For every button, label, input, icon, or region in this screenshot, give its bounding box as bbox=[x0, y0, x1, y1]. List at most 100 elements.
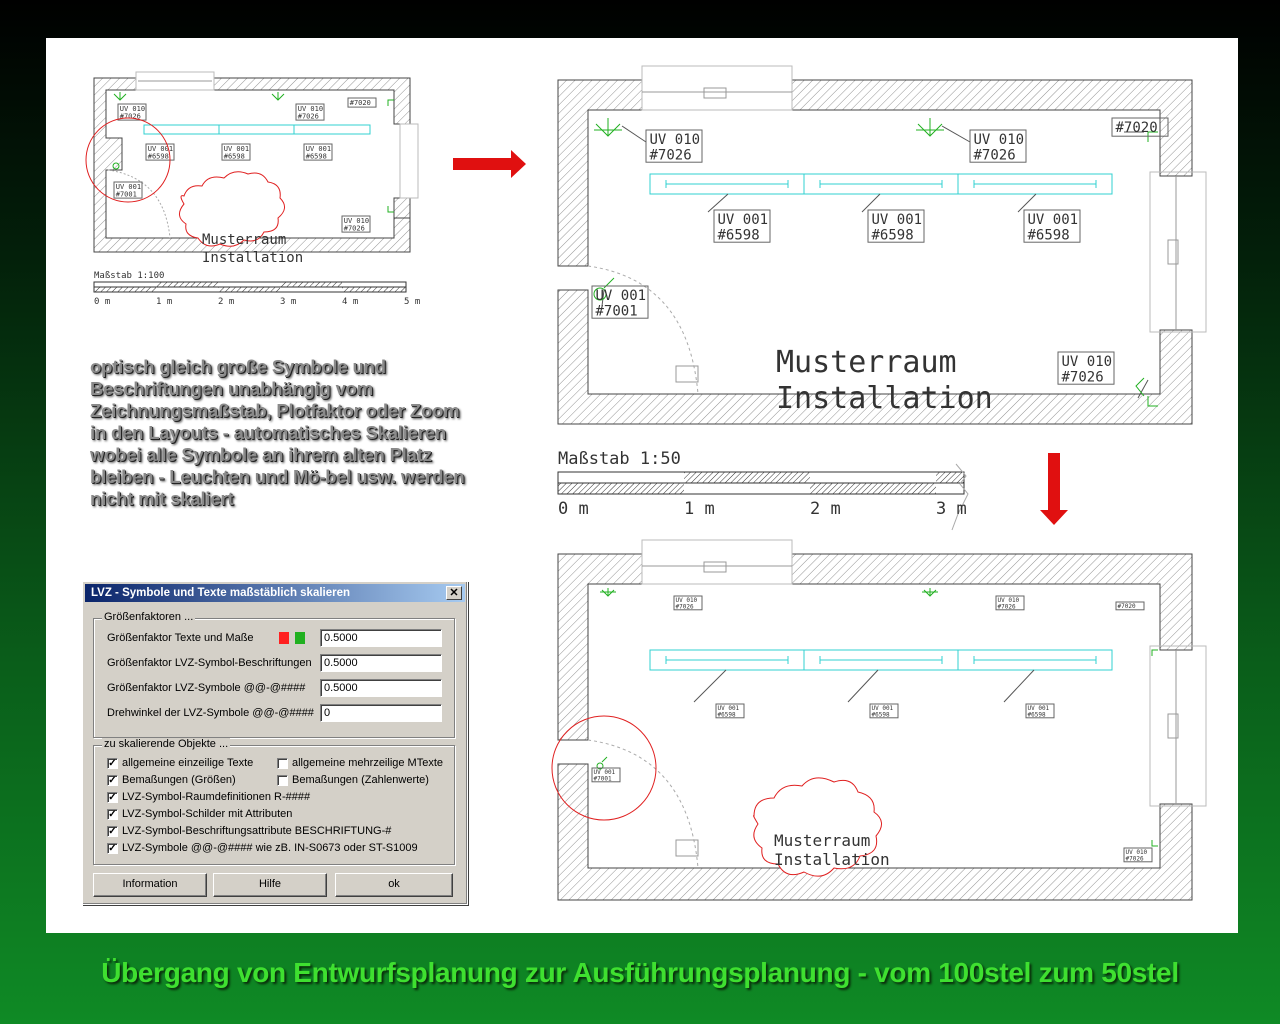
small-window-top bbox=[135, 71, 215, 91]
symbol-label-text: #6598 bbox=[1028, 712, 1046, 719]
symbol-label-text: #7026 bbox=[344, 225, 365, 233]
scale-tick-label: 3 m bbox=[936, 499, 967, 519]
symbol-label-text: #7026 bbox=[974, 147, 1016, 163]
ok-button[interactable]: ok bbox=[335, 873, 453, 897]
symbol-label: UV 010#7026 bbox=[645, 129, 703, 163]
symbol-label: UV 010#7026 bbox=[1123, 847, 1153, 863]
checkbox[interactable]: ✓ bbox=[107, 774, 118, 786]
symbol-label-text: UV 001 bbox=[872, 705, 894, 712]
check-label: LVZ-Symbol-Raumdefinitionen R-#### bbox=[122, 791, 311, 803]
scale-tick-label: 3 m bbox=[280, 297, 296, 307]
symbol-label: UV 010#7026 bbox=[295, 103, 325, 121]
red-swatch-icon[interactable] bbox=[279, 632, 289, 644]
footer-caption: Übergang von Entwurfsplanung zur Ausführ… bbox=[101, 957, 1179, 988]
factor-symbols-input[interactable] bbox=[320, 679, 442, 697]
checkbox[interactable]: ✓ bbox=[107, 808, 118, 820]
help-button[interactable]: Hilfe bbox=[213, 873, 327, 897]
symbol-label-text: UV 010 bbox=[998, 597, 1020, 604]
symbol-label: UV 001#6598 bbox=[869, 703, 899, 719]
symbol-label: UV 001#6598 bbox=[221, 143, 251, 161]
symbol-label: UV 001#6598 bbox=[1023, 209, 1081, 243]
scale-tick-label: 5 m bbox=[404, 297, 420, 307]
symbol-label-text: #7020 bbox=[1118, 603, 1136, 610]
symbol-label-text: #6598 bbox=[1028, 227, 1070, 243]
factor-symbol-labels-input[interactable] bbox=[320, 654, 442, 672]
symbol-label-text: #7026 bbox=[998, 604, 1016, 611]
symbol-label-text: UV 001 bbox=[872, 212, 923, 228]
check-single-line-texts[interactable]: ✓ allgemeine einzeilige Texte bbox=[107, 757, 253, 769]
small-cloud bbox=[179, 171, 285, 247]
symbol-label-text: UV 001 bbox=[1028, 212, 1079, 228]
row-label-symbol-labels: Größenfaktor LVZ-Symbol-Beschriftungen bbox=[107, 657, 312, 669]
check-lvz-symbols[interactable]: ✓ LVZ-Symbole @@-@#### wie zB. IN-S0673 o… bbox=[107, 842, 418, 854]
bottom-wall-right-bottom bbox=[557, 763, 1193, 901]
check-symbol-signs[interactable]: ✓LVZ-Symbol-Schilder mit Attributen bbox=[107, 808, 292, 820]
symbol-label: UV 010#7026 bbox=[995, 595, 1025, 611]
big-wall-left bbox=[557, 79, 643, 267]
check-mtexts[interactable]: allgemeine mehrzeilige MTexte bbox=[277, 757, 443, 769]
check-dimensions-values[interactable]: Bemaßungen (Zahlenwerte) bbox=[277, 774, 429, 786]
dialog-title-bar: LVZ - Symbole und Texte maßstäblich skal… bbox=[85, 584, 465, 602]
information-button[interactable]: Information bbox=[93, 873, 207, 897]
dialog-title: LVZ - Symbole und Texte maßstäblich skal… bbox=[91, 587, 351, 599]
bottom-highlight-circle bbox=[551, 715, 657, 821]
symbol-label-text: UV 010 bbox=[120, 105, 145, 113]
symbol-label-text: UV 010 bbox=[974, 132, 1025, 148]
checkbox[interactable] bbox=[277, 757, 288, 769]
check-label: allgemeine einzeilige Texte bbox=[122, 757, 254, 769]
objects-group-title: zu skalierende Objekte ... bbox=[102, 738, 231, 750]
rotation-angle-input[interactable] bbox=[320, 704, 442, 722]
symbol-label: UV 001#6598 bbox=[145, 143, 175, 161]
checkbox[interactable]: ✓ bbox=[107, 825, 118, 837]
scale-tick-label: 2 m bbox=[810, 499, 841, 519]
row-label-symbols: Größenfaktor LVZ-Symbole @@-@#### bbox=[107, 682, 306, 694]
symbol-label-text: UV 010 bbox=[298, 105, 323, 113]
big-symbols bbox=[593, 118, 1158, 407]
symbol-label-text: UV 001 bbox=[306, 145, 331, 153]
symbol-label-text: UV 010 bbox=[1126, 849, 1148, 856]
symbol-label-text: #7001 bbox=[596, 303, 638, 319]
symbol-label: UV 001#7001 bbox=[591, 767, 621, 783]
symbol-label-text: #6598 bbox=[148, 153, 169, 161]
checkbox[interactable]: ✓ bbox=[107, 842, 118, 854]
symbol-label: UV 001#7001 bbox=[591, 285, 649, 319]
close-icon[interactable]: ✕ bbox=[446, 586, 462, 600]
scale-tick-label: 4 m bbox=[342, 297, 358, 307]
symbol-label: UV 001#6598 bbox=[303, 143, 333, 161]
symbol-label: UV 010#7026 bbox=[341, 215, 371, 233]
check-label: LVZ-Symbole @@-@#### wie zB. IN-S0673 od… bbox=[122, 842, 418, 854]
small-scale-title: Maßstab 1:100 bbox=[94, 271, 164, 281]
check-label-attributes[interactable]: ✓ LVZ-Symbol-Beschriftungsattribute BESCH… bbox=[107, 825, 391, 837]
small-room-use: Installation bbox=[202, 250, 303, 266]
factor-texts-input[interactable] bbox=[320, 629, 442, 647]
check-dimensions-size[interactable]: ✓Bemaßungen (Größen) bbox=[107, 774, 236, 786]
check-room-definitions[interactable]: ✓ LVZ-Symbol-Raumdefinitionen R-#### bbox=[107, 791, 310, 803]
green-swatch-icon[interactable] bbox=[295, 632, 305, 644]
bottom-luminaire-row bbox=[649, 649, 1113, 671]
checkbox[interactable] bbox=[277, 774, 288, 786]
checkbox[interactable]: ✓ bbox=[107, 757, 118, 769]
arrow-down-icon bbox=[1040, 453, 1068, 525]
symbol-label-text: UV 001 bbox=[596, 288, 647, 304]
symbol-label: UV 010#7026 bbox=[673, 595, 703, 611]
small-luminaire-row bbox=[143, 124, 371, 135]
checkbox[interactable]: ✓ bbox=[107, 791, 118, 803]
symbol-label-text: UV 001 bbox=[224, 145, 249, 153]
arrow-right-icon bbox=[453, 150, 526, 178]
small-room-name: Musterraum bbox=[202, 232, 286, 248]
symbol-label-text: #7020 bbox=[1116, 120, 1158, 136]
symbol-label: UV 010#7026 bbox=[117, 103, 147, 121]
symbol-label: UV 001#7001 bbox=[113, 181, 143, 199]
check-label: LVZ-Symbol-Beschriftungsattribute BESCHR… bbox=[122, 825, 392, 837]
symbol-label-text: #6598 bbox=[718, 712, 736, 719]
symbol-label-text: #7026 bbox=[1126, 856, 1144, 863]
big-door-arc bbox=[587, 265, 699, 395]
symbol-label-text: UV 010 bbox=[344, 217, 369, 225]
size-factor-group: Größenfaktoren ... bbox=[93, 611, 455, 738]
